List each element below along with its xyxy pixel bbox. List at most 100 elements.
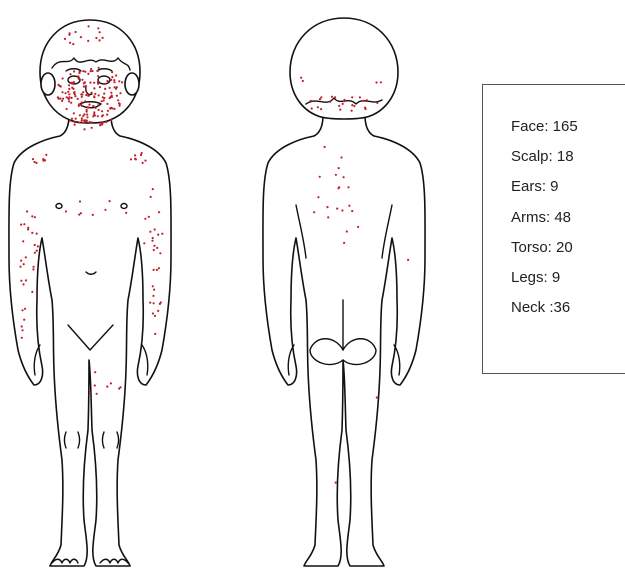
front-lesion-dot bbox=[82, 115, 84, 117]
front-lesion-dot bbox=[74, 121, 76, 123]
front-lesion-dot bbox=[33, 266, 35, 268]
front-lesion-dot bbox=[103, 97, 105, 99]
front-lesion-dot bbox=[75, 118, 77, 120]
front-lesion-dot bbox=[113, 108, 115, 110]
front-lesion-dot bbox=[106, 114, 108, 116]
front-lesion-dot bbox=[152, 295, 154, 297]
back-lesion-dot bbox=[317, 196, 319, 198]
front-lesion-dot bbox=[32, 268, 34, 270]
front-lesion-dot bbox=[77, 98, 79, 100]
front-lesion-dot bbox=[26, 210, 28, 212]
front-lesion-dot bbox=[61, 91, 63, 93]
front-lesion-dot bbox=[152, 237, 154, 239]
front-lesion-dot bbox=[74, 124, 76, 126]
front-lesion-dot bbox=[88, 25, 90, 27]
back-lesion-dot bbox=[337, 187, 339, 189]
back-lesion-dot bbox=[320, 96, 322, 98]
front-lesion-dot bbox=[44, 159, 46, 161]
back-lesion-dot bbox=[327, 216, 329, 218]
front-lesion-dot bbox=[118, 80, 120, 82]
front-lesion-dot bbox=[111, 76, 113, 78]
front-lesion-dot bbox=[157, 234, 159, 236]
front-lesion-dot bbox=[77, 75, 79, 77]
front-lesion-dot bbox=[34, 161, 36, 163]
front-lesion-dot bbox=[104, 83, 106, 85]
front-lesion-dot bbox=[153, 269, 155, 271]
front-lesion-dot bbox=[101, 123, 103, 125]
front-lesion-dot bbox=[20, 260, 22, 262]
back-lesion-dot bbox=[338, 167, 340, 169]
front-lesion-dot bbox=[31, 215, 33, 217]
front-lesion-dot bbox=[25, 279, 27, 281]
front-lesion-dot bbox=[96, 393, 98, 395]
front-lesion-dot bbox=[97, 104, 99, 106]
back-lesion-dot bbox=[407, 259, 409, 261]
back-lesion-dot bbox=[336, 208, 338, 210]
front-lesion-dot bbox=[93, 95, 95, 97]
front-lesion-dot bbox=[32, 158, 34, 160]
front-lesion-dot bbox=[94, 93, 96, 95]
front-lesion-dot bbox=[104, 209, 106, 211]
back-lesion-dot bbox=[339, 109, 341, 111]
front-lesion-dot bbox=[94, 384, 96, 386]
back-lesion-dot bbox=[326, 206, 328, 208]
back-lesion-dot bbox=[338, 105, 340, 107]
front-lesion-dot bbox=[73, 92, 75, 94]
front-lesion-dot bbox=[24, 308, 26, 310]
front-lesion-dot bbox=[70, 82, 72, 84]
front-lesion-dot bbox=[31, 232, 33, 234]
front-lesion-dot bbox=[80, 212, 82, 214]
front-lesion-dot bbox=[71, 97, 73, 99]
front-lesion-dot bbox=[78, 105, 80, 107]
front-lesion-dot bbox=[68, 93, 70, 95]
front-lesion-dot bbox=[144, 218, 146, 220]
back-lesion-dot bbox=[359, 96, 361, 98]
front-lesion-dot bbox=[116, 86, 118, 88]
front-lesion-dot bbox=[83, 128, 85, 130]
back-lesion-dot bbox=[335, 482, 337, 484]
front-lesion-dot bbox=[65, 92, 67, 94]
front-lesion-dot bbox=[21, 337, 23, 339]
back-lesion-dot bbox=[302, 80, 304, 82]
front-lesion-dot bbox=[68, 88, 70, 90]
front-lesion-dot bbox=[95, 37, 97, 39]
front-lesion-dot bbox=[90, 68, 92, 70]
front-lesion-dot bbox=[109, 107, 111, 109]
front-lesion-dot bbox=[73, 81, 75, 83]
front-lesion-dot bbox=[116, 95, 118, 97]
front-lesion-dot bbox=[80, 104, 82, 106]
front-lesion-dot bbox=[97, 81, 99, 83]
front-lesion-dot bbox=[36, 233, 38, 235]
back-lesion-dot bbox=[365, 108, 367, 110]
front-lesion-dot bbox=[23, 263, 25, 265]
front-lesion-dot bbox=[86, 116, 88, 118]
front-lesion-dot bbox=[149, 302, 151, 304]
back-lesion-dot bbox=[351, 104, 353, 106]
back-lesion-dot bbox=[335, 174, 337, 176]
front-lesion-dot bbox=[21, 309, 23, 311]
front-lesion-dot bbox=[27, 227, 29, 229]
front-lesion-dot bbox=[68, 34, 70, 36]
front-lesion-dot bbox=[68, 100, 70, 102]
back-lesion-dot bbox=[342, 103, 344, 105]
front-lesion-dot bbox=[66, 108, 68, 110]
front-lesion-dot bbox=[153, 249, 155, 251]
front-lesion-dot bbox=[153, 302, 155, 304]
front-lesion-dot bbox=[152, 312, 154, 314]
front-lesion-dot bbox=[93, 111, 95, 113]
back-lesion-dot bbox=[311, 107, 313, 109]
back-lesion-dot bbox=[366, 99, 368, 101]
back-lesion-dot bbox=[320, 108, 322, 110]
front-lesion-dot bbox=[121, 81, 123, 83]
front-lesion-dot bbox=[119, 386, 121, 388]
front-lesion-dot bbox=[34, 244, 36, 246]
back-lesion-dot bbox=[319, 176, 321, 178]
front-lesion-dot bbox=[104, 88, 106, 90]
front-lesion-dot bbox=[69, 42, 71, 44]
front-lesion-dot bbox=[72, 88, 74, 90]
front-lesion-dot bbox=[91, 70, 93, 72]
front-lesion-dot bbox=[81, 117, 83, 119]
front-lesion-dot bbox=[99, 124, 101, 126]
front-lesion-dot bbox=[130, 158, 132, 160]
front-lesion-dot bbox=[95, 107, 97, 109]
